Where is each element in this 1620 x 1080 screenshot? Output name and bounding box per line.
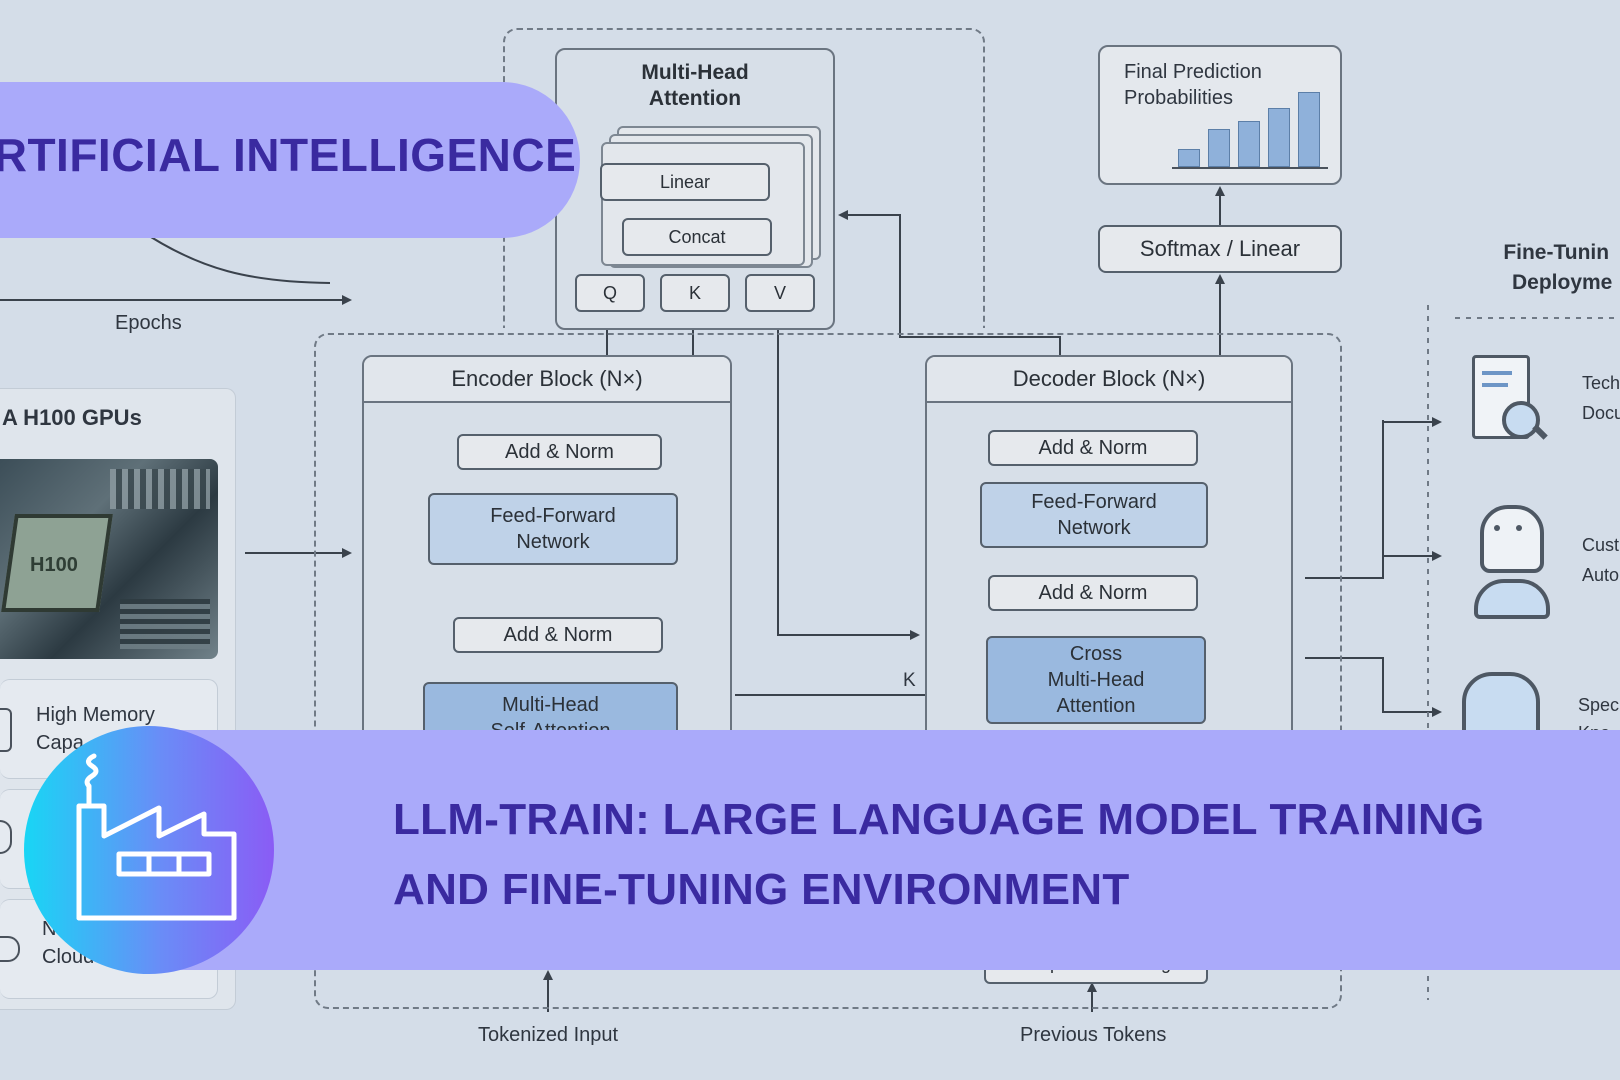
probability-bar	[1268, 108, 1290, 167]
gpu-chip-image: H100	[0, 459, 218, 659]
page-title-line2: AND FINE-TUNING ENVIRONMENT	[393, 865, 1130, 914]
headset-support-icon	[1474, 505, 1550, 619]
encoder-add-norm-top: Add & Norm	[457, 434, 662, 470]
probability-bar	[1298, 92, 1320, 167]
tokenized-input-label: Tokenized Input	[478, 1024, 619, 1046]
v-box: V	[745, 274, 815, 312]
title-banner	[160, 730, 1620, 970]
k-box: K	[660, 274, 730, 312]
probability-bar	[1178, 149, 1200, 167]
attention-title: Multi-Head Attention	[641, 61, 749, 110]
decoder-add-norm-top: Add & Norm	[988, 430, 1198, 466]
bars-baseline	[1172, 167, 1328, 169]
encoder-add-norm-bottom: Add & Norm	[453, 617, 663, 653]
factory-icon	[76, 753, 237, 921]
page-title-line1: LLM-TRAIN: LARGE LANGUAGE MODEL TRAINING	[393, 795, 1485, 844]
gear-icon	[0, 820, 12, 854]
badge-circle	[24, 726, 274, 974]
q-box: Q	[575, 274, 645, 312]
cloud-icon	[0, 936, 20, 962]
category-label: ARTIFICIAL INTELLIGENCE	[0, 129, 577, 181]
final-prediction-panel: Final Prediction Probabilities	[1098, 45, 1342, 185]
v-to-decoder-arrow	[777, 312, 920, 640]
concat-box: Concat	[622, 218, 772, 256]
decoder-to-attention-arrow	[838, 210, 1061, 355]
probability-bar	[1238, 121, 1260, 167]
loss-curve	[139, 229, 331, 284]
category-banner	[0, 82, 580, 238]
k-arrow-label: K	[903, 670, 916, 691]
encoder-title: Encoder Block (N×)	[364, 357, 730, 403]
probability-bar	[1208, 129, 1230, 167]
document-search-icon	[1472, 355, 1548, 447]
previous-tokens-label: Previous Tokens	[1020, 1024, 1167, 1046]
probability-bars	[1178, 87, 1328, 167]
softmax-linear-box: Softmax / Linear	[1098, 225, 1342, 273]
memory-icon	[0, 708, 12, 752]
decoder-add-norm-mid: Add & Norm	[988, 575, 1198, 611]
chip-label: H100	[30, 554, 78, 576]
model-dashed-group	[314, 333, 1342, 1009]
database-icon	[1462, 672, 1540, 740]
decoder-title: Decoder Block (N×)	[927, 357, 1291, 403]
multi-head-attention-panel: Multi-Head Attention Linear Concat Q K V	[555, 48, 835, 330]
decoder-to-finetune-arrows	[1305, 420, 1384, 579]
epochs-label: Epochs	[115, 312, 182, 334]
gpu-card-title: A H100 GPUs	[2, 405, 142, 430]
linear-box: Linear	[600, 163, 770, 201]
